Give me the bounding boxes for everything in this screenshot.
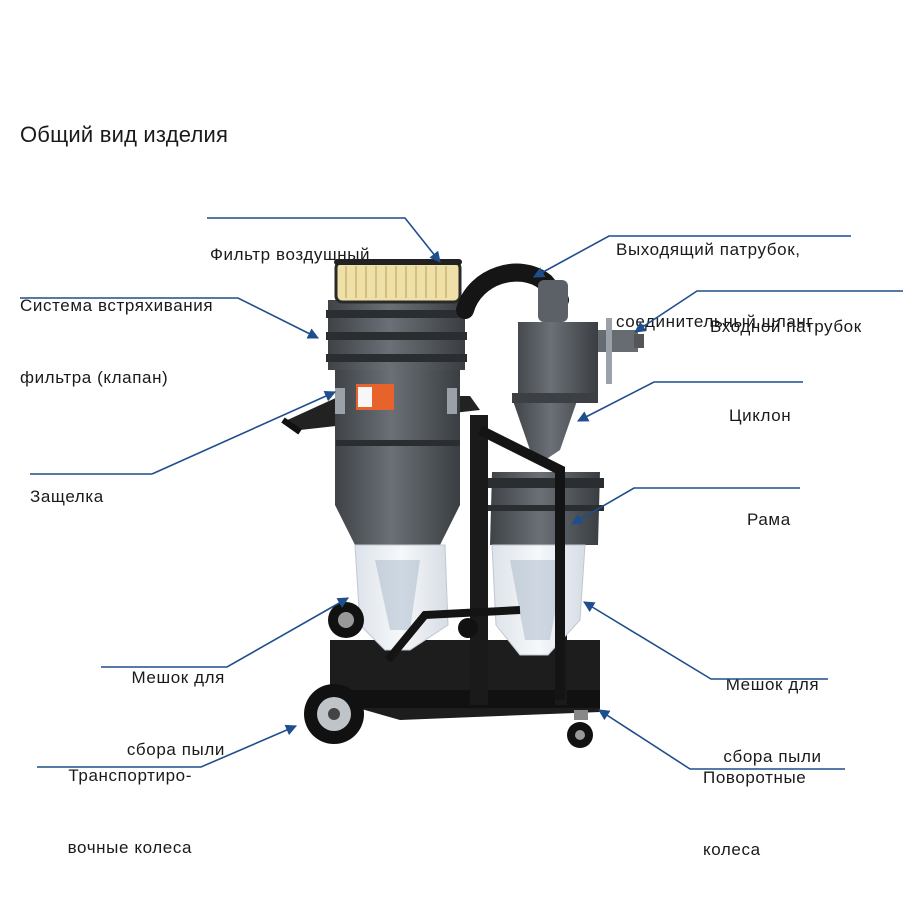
label-shake-system: Система встряхивания фильтра (клапан) xyxy=(20,296,214,387)
cyclone xyxy=(512,322,598,460)
label-inlet: Входной патрубок xyxy=(710,317,862,336)
leader-frame xyxy=(571,487,800,525)
swivel-wheel-center xyxy=(458,618,478,638)
label-cyclone: Циклон xyxy=(729,406,792,425)
swivel-wheel-right xyxy=(567,710,593,748)
rear-wheel xyxy=(328,602,364,638)
leader-dust-bag-right xyxy=(583,601,828,680)
leader-cyclone xyxy=(577,381,803,422)
leader-transport-wheels xyxy=(37,724,298,768)
leader-latch xyxy=(30,392,335,475)
label-swivel-wheels: Поворотные колеса xyxy=(703,768,807,859)
label-transport-wheels: Транспортиро- вочные колеса xyxy=(67,766,192,857)
dust-collector xyxy=(281,259,644,748)
leader-inlet xyxy=(634,290,903,333)
page-title: Общий вид изделия xyxy=(20,122,229,147)
main-body xyxy=(335,370,460,545)
air-filter xyxy=(334,260,462,304)
label-outlet: Выходящий патрубок, соединительный шланг xyxy=(616,240,814,331)
frame-rail xyxy=(330,690,600,708)
frame-post-left xyxy=(470,415,488,705)
outlet-pipe xyxy=(538,280,568,322)
leader-outlet xyxy=(533,235,851,278)
label-dust-bag-left: Мешок для сбора пыли xyxy=(126,668,225,759)
leader-dust-bag-left xyxy=(101,597,349,668)
leader-swivel-wheels xyxy=(598,709,845,770)
latch-right xyxy=(447,388,457,414)
leader-air-filter xyxy=(207,217,441,263)
leader-lines xyxy=(20,217,903,770)
label-frame: Рама xyxy=(747,510,791,529)
transport-wheel xyxy=(304,684,364,744)
leader-shake-system xyxy=(20,297,320,339)
label-latch: Защелка xyxy=(30,487,104,506)
latch-left xyxy=(335,388,345,414)
inlet-pipe xyxy=(598,330,638,352)
